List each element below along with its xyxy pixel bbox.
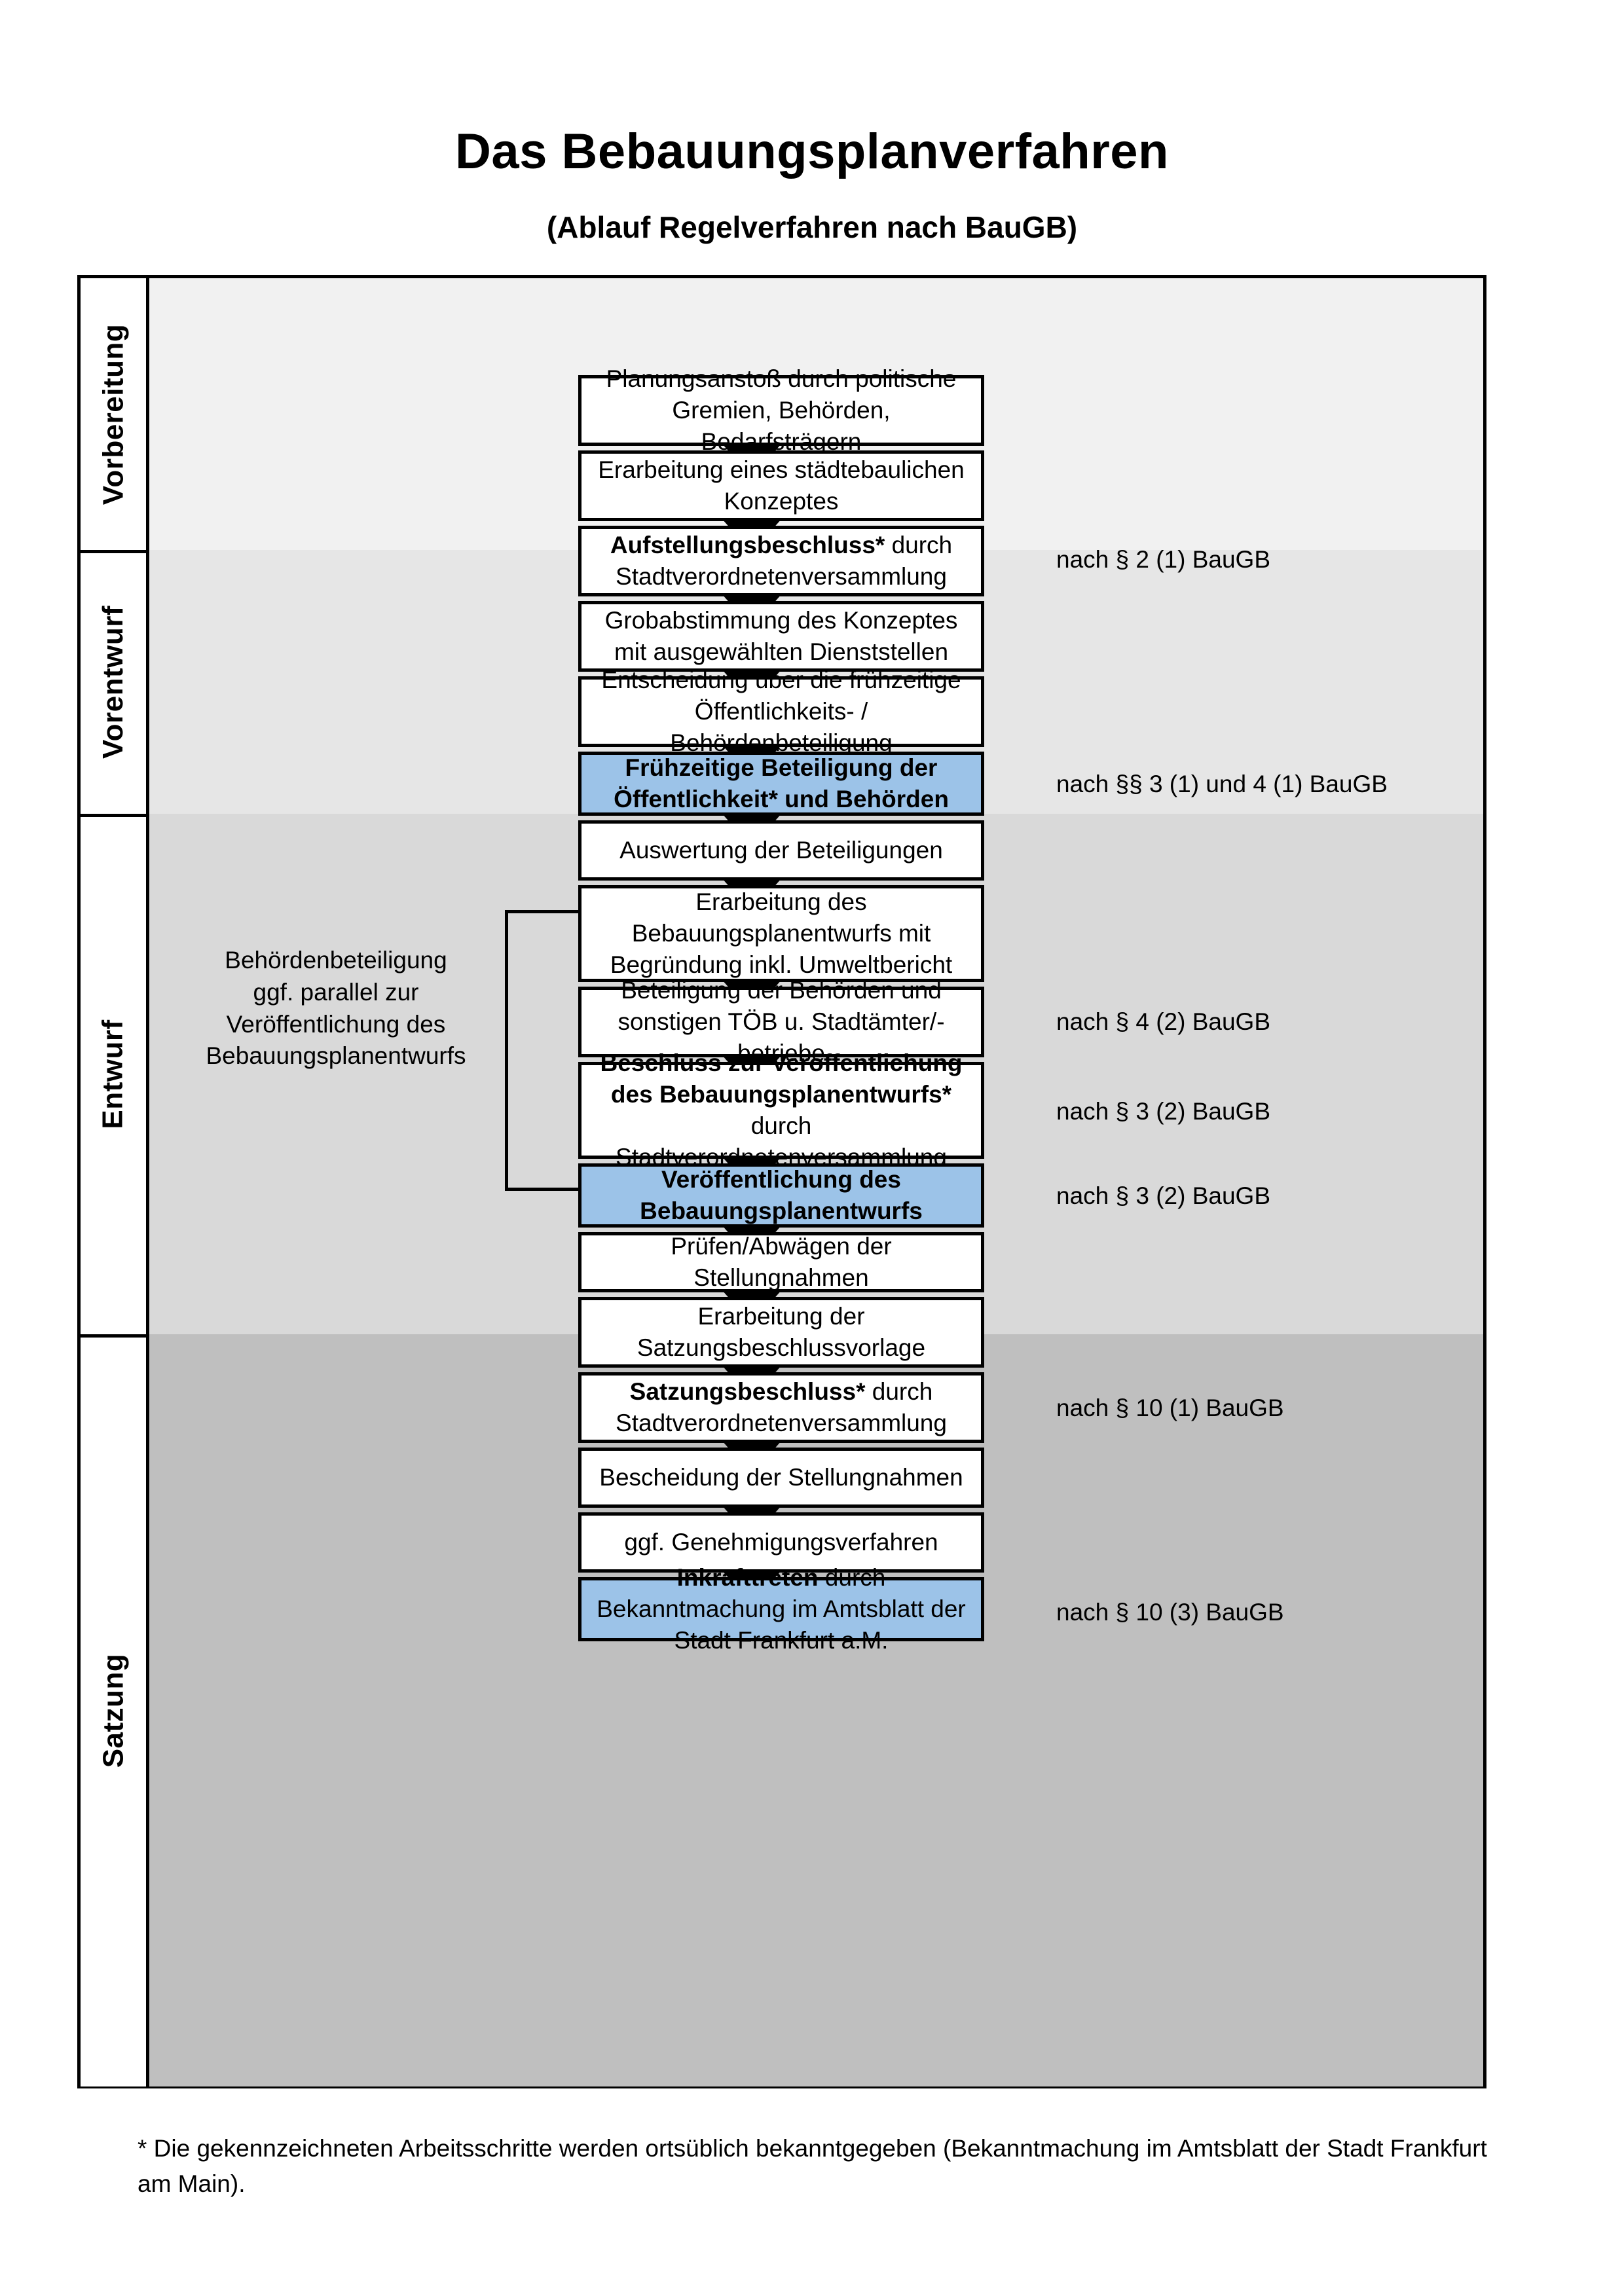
page-title: Das Bebauungsplanverfahren (455, 124, 1169, 179)
step-box-beteiligung-behoerden-toeb[interactable]: Beteiligung der Behörden und sonstigen T… (578, 977, 984, 1066)
step-text-grobabstimmung: Grobabstimmung des Konzeptes mit ausgewä… (604, 606, 958, 665)
step-box-auswertung-beteiligungen[interactable]: Auswertung der Beteiligungen (578, 820, 984, 881)
step-box-beschluss-veroeffentlichung[interactable]: Beschluss zur Veröffentlichung des Bebau… (578, 1049, 984, 1171)
ref-veroeffentlichung-entwurf: nach § 3 (2) BauGB (1056, 1182, 1271, 1209)
gutter-divider-2 (81, 814, 149, 817)
phase-label-satzung: Satzung (97, 1653, 130, 1768)
step-text-beteiligung-behoerden-toeb: Beteiligung der Behörden und sonstigen T… (618, 976, 945, 1067)
phase-label-vorbereitung: Vorbereitung (97, 323, 129, 505)
step-text-staedtebauliches-konzept: Erarbeitung eines städtebaulichen Konzep… (598, 456, 965, 515)
phase-gutter-entwurf: Entwurf (81, 814, 149, 1334)
step-text-erarbeitung-bebauungsplanentwurf: Erarbeitung des Bebauungsplanentwurfs mi… (610, 888, 953, 979)
ref-beschluss-veroeffentlichung: nach § 3 (2) BauGB (1056, 1098, 1271, 1125)
step-text-erarbeitung-satzungsbeschlussvorlage: Erarbeitung der Satzungsbeschlussvorlage (637, 1302, 926, 1361)
step-text-planungsanstoss: Planungsanstoß durch politische Gremien,… (606, 365, 957, 456)
phase-gutter-satzung: Satzung (81, 1334, 149, 2086)
step-box-pruefen-abwaegen[interactable]: Prüfen/Abwägen der Stellungnahmen (578, 1232, 984, 1292)
step-box-veroeffentlichung-entwurf[interactable]: Veröffentlichung des Bebauungsplanentwur… (578, 1163, 984, 1228)
feedback-loop-top (505, 910, 600, 913)
ref-beteiligung-behoerden: nach § 4 (2) BauGB (1056, 1008, 1271, 1035)
footnote: * Die gekennzeichneten Arbeitsschritte w… (138, 2135, 1487, 2197)
step-box-bescheidung-stellungnahmen[interactable]: Bescheidung der Stellungnahmen (578, 1448, 984, 1508)
step-box-entscheidung-fruehzeitige-beteiligung[interactable]: Entscheidung über die frühzeitige Öffent… (578, 666, 984, 756)
phase-label-vorentwurf: Vorentwurf (97, 605, 129, 759)
step-box-satzungsbeschluss[interactable]: Satzungsbeschluss* durch Stadtverordnete… (578, 1372, 984, 1443)
step-text-bescheidung-stellungnahmen: Bescheidung der Stellungnahmen (599, 1463, 963, 1491)
step-text-aufstellungsbeschluss: durch Stadtverordnetenversammlung (616, 531, 953, 590)
step-text-genehmigungsverfahren: ggf. Genehmigungsverfahren (624, 1528, 938, 1556)
ref-inkrafttreten: nach § 10 (3) BauGB (1056, 1599, 1284, 1626)
step-text-satzungsbeschluss: durch Stadtverordnetenversammlung (616, 1377, 947, 1436)
ref-fruehzeitige-beteiligung: nach §§ 3 (1) und 4 (1) BauGB (1056, 771, 1388, 797)
step-text-entscheidung-fruehzeitige-beteiligung: Entscheidung über die frühzeitige Öffent… (601, 666, 961, 757)
step-text-pruefen-abwaegen: Prüfen/Abwägen der Stellungnahmen (671, 1232, 892, 1291)
step-text-inkrafttreten: durch Bekanntmachung im Amtsblatt der St… (597, 1563, 966, 1654)
phase-gutter-vorentwurf: Vorentwurf (81, 550, 149, 814)
gutter-divider-1 (81, 550, 149, 553)
ref-satzungsbeschluss: nach § 10 (1) BauGB (1056, 1394, 1284, 1421)
page-subtitle: (Ablauf Regelverfahren nach BauGB) (546, 210, 1078, 244)
step-box-fruehzeitige-beteiligung[interactable]: Frühzeitige Beteiligung der Öffentlichke… (578, 752, 984, 816)
gutter-divider-3 (81, 1334, 149, 1338)
step-bold-fruehzeitige-beteiligung: Frühzeitige Beteiligung der Öffentlichke… (614, 754, 949, 812)
step-bold-aufstellungsbeschluss: Aufstellungsbeschluss* (610, 531, 885, 558)
feedback-loop-bottom (505, 1188, 585, 1191)
step-box-genehmigungsverfahren[interactable]: ggf. Genehmigungsverfahren (578, 1512, 984, 1573)
phase-gutter-vorbereitung: Vorbereitung (81, 278, 149, 550)
step-text-auswertung-beteiligungen: Auswertung der Beteiligungen (619, 836, 943, 864)
step-box-aufstellungsbeschluss[interactable]: Aufstellungsbeschluss* durch Stadtverord… (578, 526, 984, 596)
step-box-planungsanstoss[interactable]: Planungsanstoß durch politische Gremien,… (578, 365, 984, 455)
phase-label-entwurf: Entwurf (97, 1019, 130, 1129)
step-bold-satzungsbeschluss: Satzungsbeschluss* (629, 1377, 866, 1405)
step-bold-inkrafttreten: Inkrafttreten (676, 1563, 819, 1591)
step-box-erarbeitung-bebauungsplanentwurf[interactable]: Erarbeitung des Bebauungsplanentwurfs mi… (578, 885, 984, 982)
feedback-loop-left (505, 910, 508, 1191)
step-box-inkrafttreten[interactable]: Inkrafttreten durch Bekanntmachung im Am… (578, 1564, 984, 1654)
ref-aufstellungsbeschluss: nach § 2 (1) BauGB (1056, 546, 1271, 573)
step-bold-beschluss-veroeffentlichung: Beschluss zur Veröffentlichung des Bebau… (600, 1049, 963, 1108)
step-box-grobabstimmung[interactable]: Grobabstimmung des Konzeptes mit ausgewä… (578, 601, 984, 672)
flowchart-frame: Vorbereitung Vorentwurf Entwurf Satzung … (77, 275, 1486, 2088)
step-bold-veroeffentlichung-entwurf: Veröffentlichung des Bebauungsplanentwur… (640, 1165, 923, 1224)
side-note-behoerdenbeteiligung: Behördenbeteiligung ggf. parallel zur Ve… (206, 947, 466, 1070)
step-box-staedtebauliches-konzept[interactable]: Erarbeitung eines städtebaulichen Konzep… (578, 450, 984, 521)
step-box-erarbeitung-satzungsbeschlussvorlage[interactable]: Erarbeitung der Satzungsbeschlussvorlage (578, 1297, 984, 1368)
